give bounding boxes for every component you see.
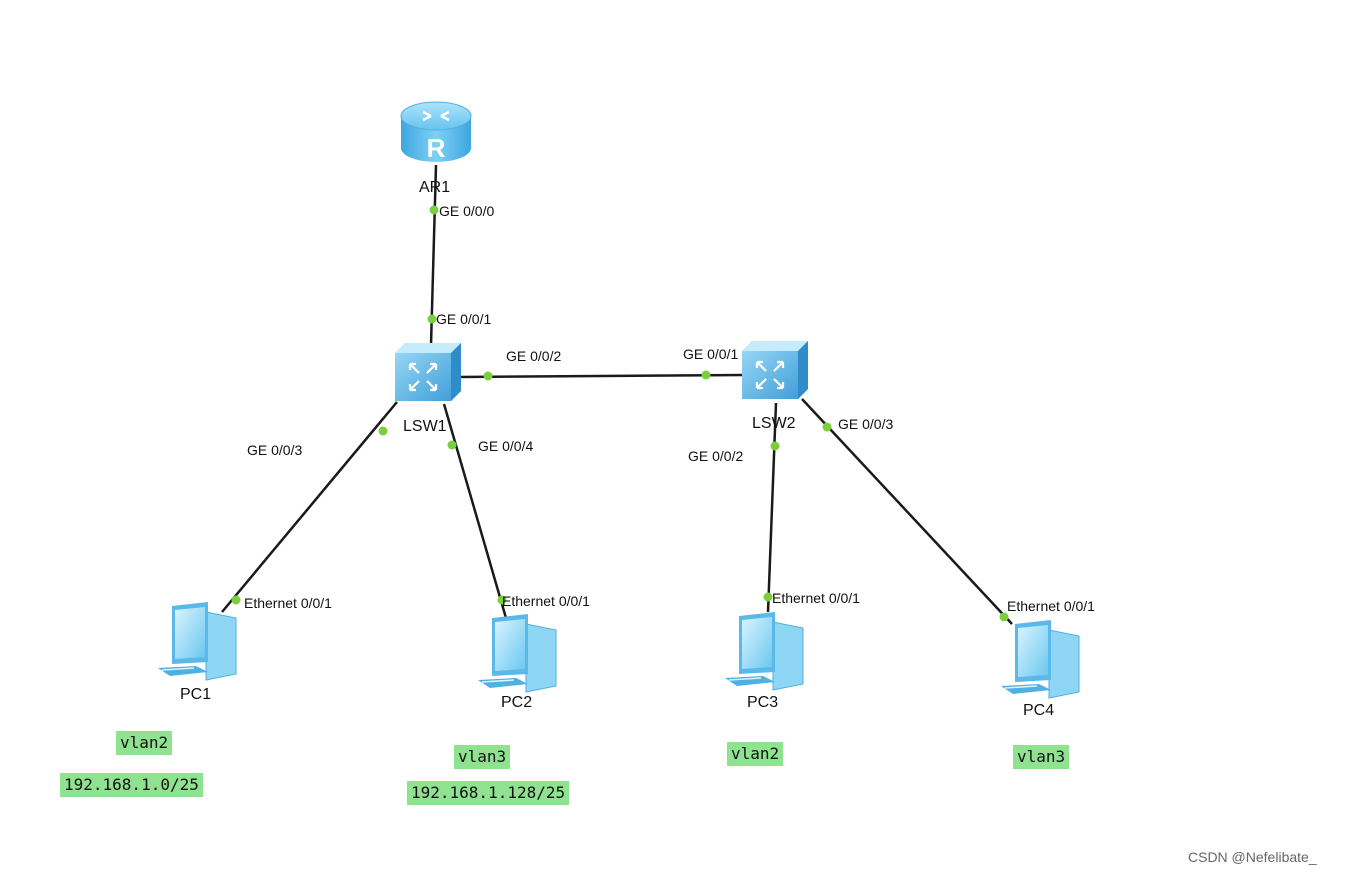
pc-icon-pc1[interactable] bbox=[158, 602, 237, 681]
port-dot-pc4-eth bbox=[999, 612, 1009, 622]
port-label-lsw1-ge001: GE 0/0/1 bbox=[436, 311, 492, 327]
port-dot-lsw1-ge004 bbox=[447, 440, 457, 450]
device-label-pc2: PC2 bbox=[501, 694, 533, 711]
port-label-pc1-eth: Ethernet 0/0/1 bbox=[244, 595, 332, 611]
port-dot-lsw1-ge001 bbox=[427, 314, 437, 324]
watermark: CSDN @Nefelibate_ bbox=[1188, 849, 1317, 865]
link-lsw1-pc1[interactable] bbox=[221, 401, 398, 613]
port-label-ar1-ge000: GE 0/0/0 bbox=[439, 203, 495, 219]
link-lsw2-pc3[interactable] bbox=[766, 402, 778, 613]
port-label-lsw1-ge004: GE 0/0/4 bbox=[478, 438, 534, 454]
vlan-tag-pc4: vlan3 bbox=[1013, 745, 1070, 769]
links bbox=[221, 164, 1013, 625]
device-label-lsw2: LSW2 bbox=[752, 415, 796, 432]
link-lsw1-pc2[interactable] bbox=[442, 403, 508, 619]
vlan-tag-pc2: vlan3 bbox=[454, 745, 511, 769]
pc-icon-pc3[interactable] bbox=[725, 612, 804, 691]
port-label-pc2-eth: Ethernet 0/0/1 bbox=[502, 593, 590, 609]
device-label-pc3: PC3 bbox=[747, 694, 779, 711]
svg-text:R: R bbox=[427, 133, 446, 163]
port-dot-pc3-eth bbox=[763, 592, 773, 602]
link-lsw2-pc4[interactable] bbox=[801, 398, 1013, 625]
router-icon[interactable]: R bbox=[400, 101, 472, 163]
link-lsw1-lsw2[interactable] bbox=[457, 373, 746, 379]
switch-icon-lsw1[interactable] bbox=[395, 343, 461, 401]
vlan-tag-pc3: vlan2 bbox=[727, 742, 784, 766]
vlan-tag-pc1: vlan2 bbox=[116, 731, 173, 755]
port-dot-lsw2-ge003 bbox=[822, 422, 832, 432]
port-label-lsw2-ge001: GE 0/0/1 bbox=[683, 346, 739, 362]
port-dot-lsw1-ge003 bbox=[378, 426, 388, 436]
subnet-tag-pc1: 192.168.1.0/25 bbox=[60, 773, 203, 797]
port-label-pc3-eth: Ethernet 0/0/1 bbox=[772, 590, 860, 606]
switch-icon-lsw2[interactable] bbox=[742, 341, 808, 399]
port-dot-lsw1-ge002 bbox=[483, 371, 493, 381]
device-label-lsw1: LSW1 bbox=[403, 418, 447, 435]
pc-icon-pc4[interactable] bbox=[1001, 620, 1080, 699]
device-label-pc4: PC4 bbox=[1023, 702, 1055, 719]
pc-icon-pc2[interactable] bbox=[478, 614, 557, 693]
port-dot-ar1-ge000 bbox=[429, 205, 439, 215]
port-dot-pc1-eth bbox=[231, 595, 241, 605]
subnet-tag-pc2: 192.168.1.128/25 bbox=[407, 781, 570, 805]
port-label-lsw2-ge002: GE 0/0/2 bbox=[688, 448, 744, 464]
port-label-pc4-eth: Ethernet 0/0/1 bbox=[1007, 598, 1095, 614]
device-label-ar1: AR1 bbox=[419, 179, 451, 196]
port-label-lsw1-ge003: GE 0/0/3 bbox=[247, 442, 303, 458]
port-dot-lsw2-ge001 bbox=[701, 370, 711, 380]
port-label-lsw2-ge003: GE 0/0/3 bbox=[838, 416, 894, 432]
port-dot-lsw2-ge002 bbox=[770, 441, 780, 451]
port-dot-pc2-eth bbox=[497, 595, 507, 605]
port-label-lsw1-ge002: GE 0/0/2 bbox=[506, 348, 562, 364]
port-dots bbox=[231, 205, 1009, 622]
device-label-pc1: PC1 bbox=[180, 686, 212, 703]
